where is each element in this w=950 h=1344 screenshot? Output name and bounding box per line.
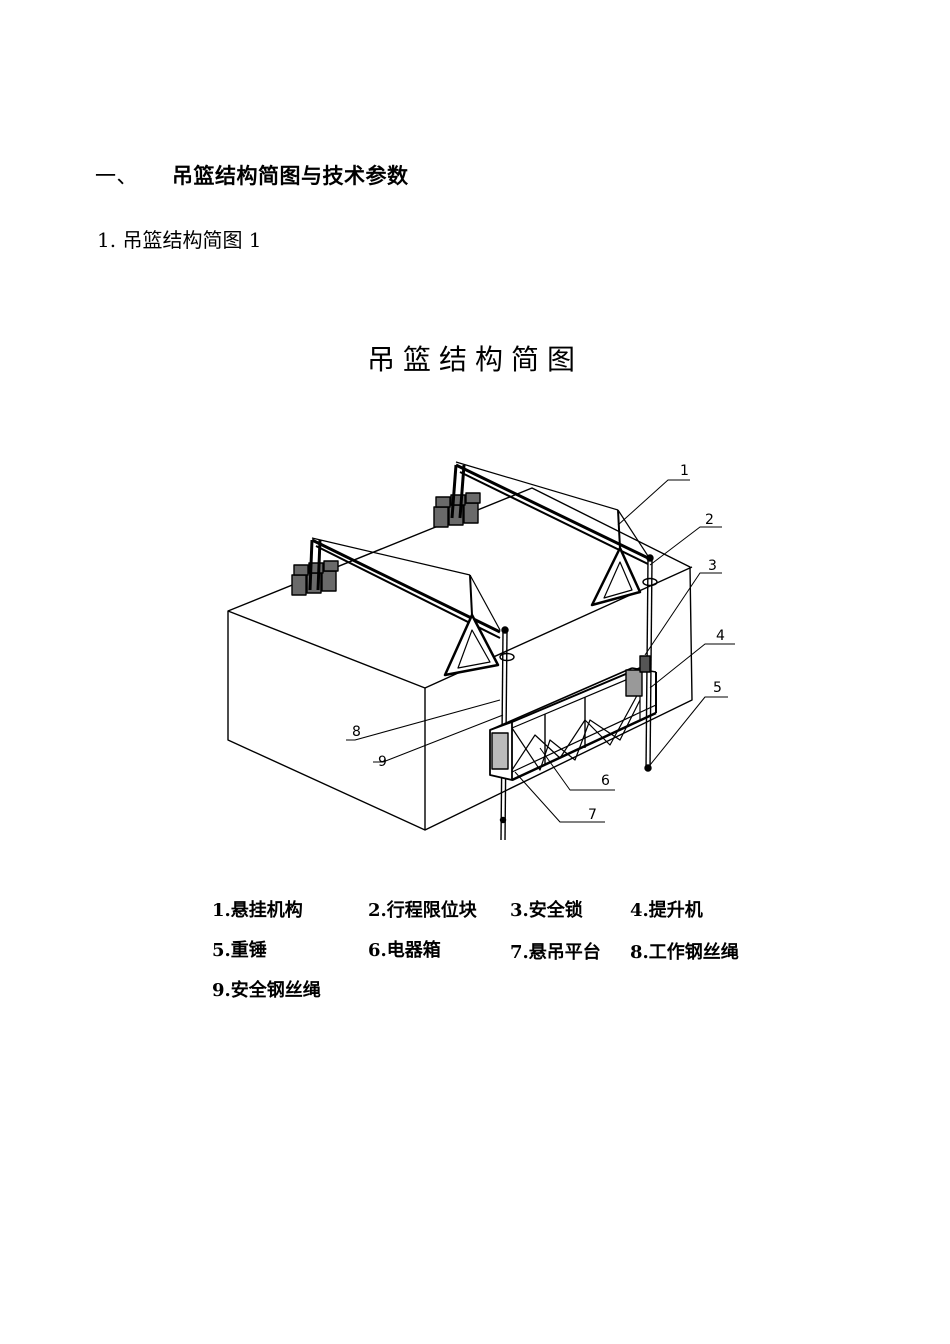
callout-2: 2 — [705, 512, 714, 528]
legend-item-7: 7.悬吊平台 — [510, 942, 601, 963]
figure-title: 吊篮结构简图 — [366, 343, 583, 376]
safety-lock — [639, 655, 651, 673]
legend-item-5: 5.重锤 — [212, 940, 267, 961]
legend-item-6: 6.电器箱 — [368, 940, 441, 961]
callout-3: 3 — [708, 558, 717, 574]
callout-5: 5 — [713, 680, 722, 696]
legend-item-1: 1.悬挂机构 — [212, 900, 303, 921]
callout-6: 6 — [601, 773, 610, 789]
limit-block-right — [642, 577, 658, 587]
electrical-box — [491, 732, 509, 770]
section-heading: 一、 吊篮结构简图与技术参数 — [95, 160, 409, 190]
callout-leaders — [346, 479, 735, 823]
section-title: 吊篮结构简图与技术参数 — [172, 164, 409, 188]
counterweight-left — [291, 560, 339, 596]
hoist-left — [625, 669, 643, 697]
weight-left — [499, 816, 507, 824]
suspension-mechanism-right — [450, 461, 654, 607]
suspension-mechanism-left — [308, 537, 509, 677]
counterweight-rear — [433, 492, 481, 528]
legend-item-9: 9.安全钢丝绳 — [212, 980, 321, 1001]
heavy-hammer — [644, 764, 652, 772]
callout-4: 4 — [716, 628, 725, 644]
legend-item-2: 2.行程限位块 — [368, 900, 477, 921]
legend-item-3: 3.安全锁 — [510, 900, 583, 921]
legend-item-4: 4.提升机 — [630, 900, 703, 921]
section-number: 一、 — [95, 164, 138, 188]
suspended-platform — [489, 655, 657, 782]
legend-item-8: 8.工作钢丝绳 — [630, 942, 739, 963]
callout-1: 1 — [680, 463, 689, 479]
callout-8: 8 — [352, 724, 361, 740]
subsection-title: 1. 吊篮结构简图 1 — [97, 228, 262, 252]
callout-7: 7 — [588, 807, 597, 823]
callout-9: 9 — [378, 754, 387, 770]
